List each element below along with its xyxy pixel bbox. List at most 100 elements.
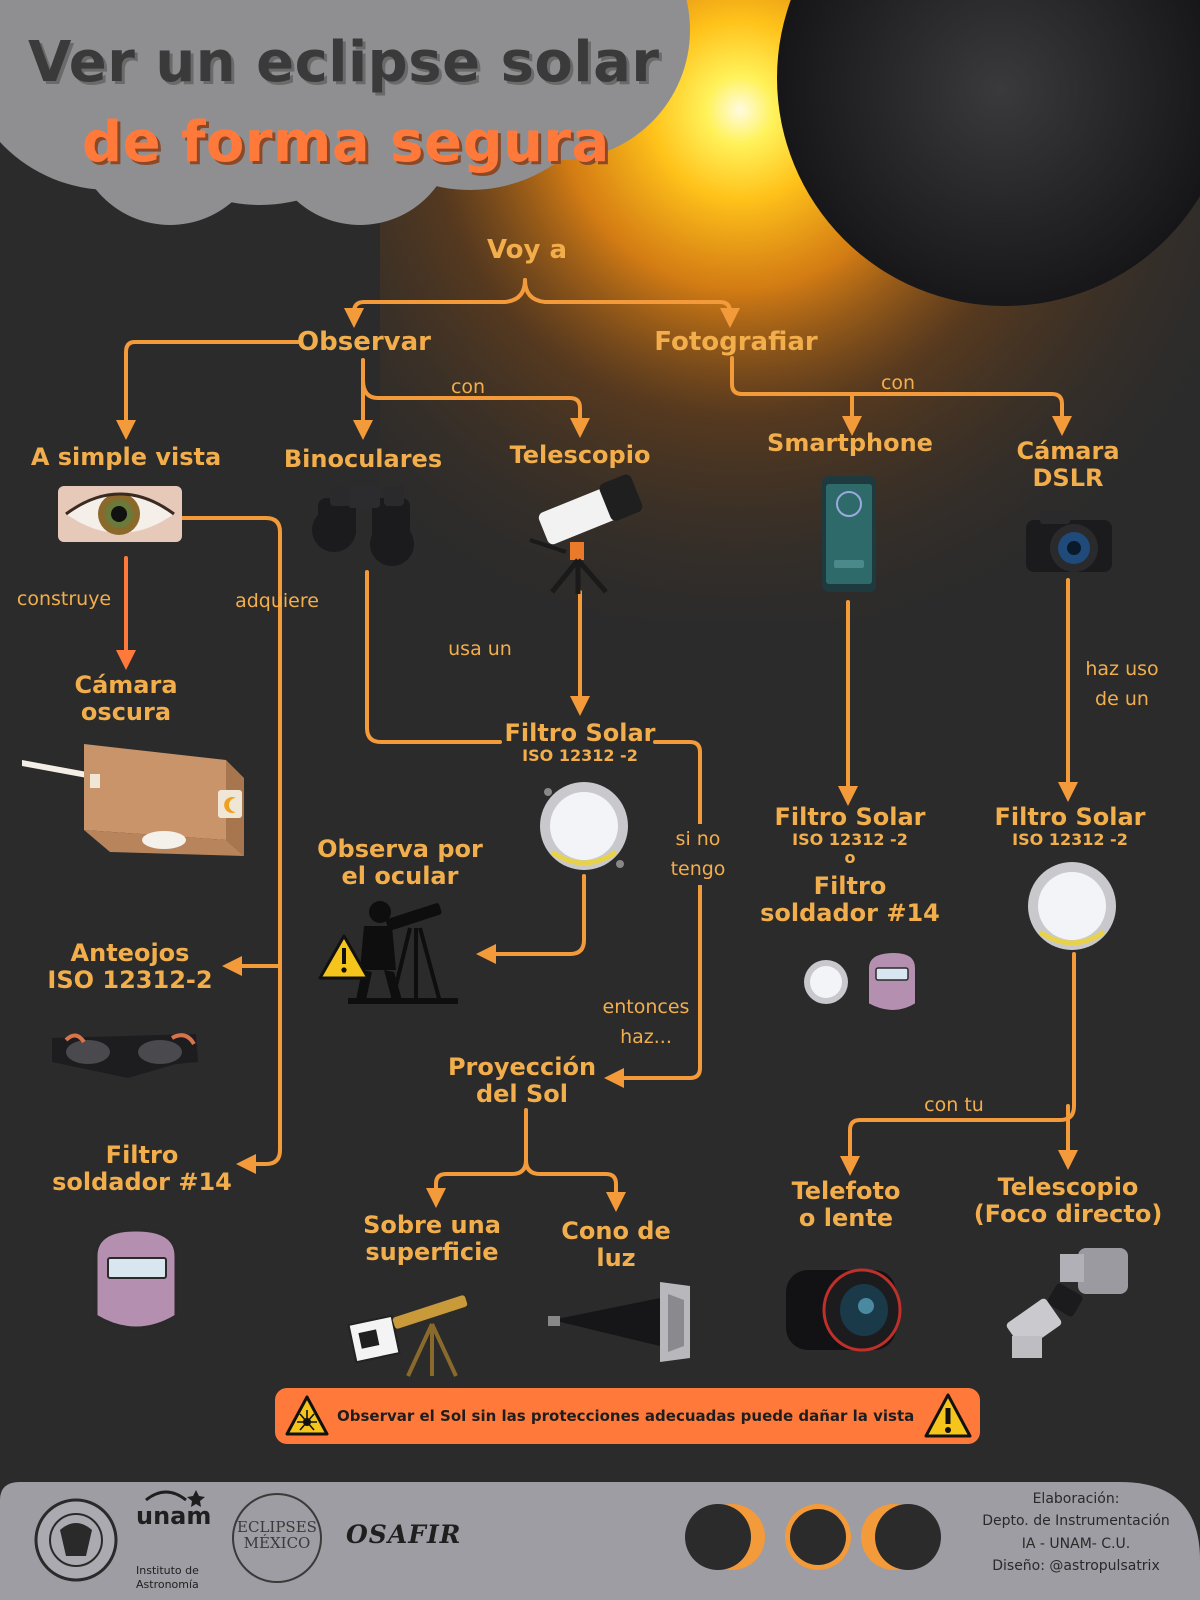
institute-line2: Astronomía — [136, 1578, 199, 1592]
edge-label-if-not-line2: tengo — [670, 858, 726, 881]
smartphone-icon — [822, 476, 876, 592]
edge-label-then: entonces haz... — [603, 992, 690, 1053]
welding-mask-icon — [867, 950, 917, 1012]
eclipse-illustration — [380, 0, 1200, 620]
edge-filter-eyepiece — [476, 874, 586, 964]
camera-lens-icon — [786, 1268, 902, 1352]
node-photograph: Fotografiar — [654, 327, 818, 357]
node-telephoto-line2: o lente — [798, 1203, 894, 1232]
eclipses-mexico-logo-icon — [232, 1493, 322, 1583]
node-smartphone: Smartphone — [767, 429, 933, 457]
node-surface-line1: Sobre una — [363, 1211, 501, 1239]
node-root: Voy a — [486, 235, 568, 265]
node-filter-dslr-line2: ISO 12312 -2 — [1012, 829, 1128, 849]
credits-line4: Diseño: @astropulsatrix — [992, 1558, 1160, 1575]
edge-label-use: haz uso de un — [1085, 654, 1158, 715]
edge-root-photograph — [523, 278, 740, 328]
node-pinhole-line1: Cámara — [74, 671, 178, 699]
dslr-camera-icon — [1026, 510, 1112, 572]
eclipse-glasses-icon — [52, 1033, 198, 1078]
node-projection-line2: del Sol — [475, 1079, 569, 1108]
node-surface: Sobre una superficie — [363, 1212, 501, 1266]
edge-root-observe — [344, 278, 527, 328]
pinhole-camera-icon — [22, 744, 244, 856]
telescope-icon — [529, 474, 643, 594]
credits-line3: IA - UNAM- C.U. — [1021, 1535, 1131, 1552]
credits: Elaboración: Depto. de Instrumentación I… — [958, 1488, 1194, 1578]
edge-label-con-photo: con — [880, 372, 916, 394]
node-glasses: Anteojos ISO 12312-2 — [47, 940, 212, 994]
binoculars-icon — [312, 486, 414, 566]
welding-mask-icon — [94, 1228, 178, 1330]
unam-logo-text: unam — [136, 1502, 212, 1530]
node-telescope-focus: Telescopio (Foco directo) — [974, 1174, 1163, 1228]
title-cloud — [0, 0, 690, 225]
page-subtitle: de forma segura — [82, 110, 610, 175]
edge-label-builds: construye — [16, 588, 112, 610]
node-telephoto: Telefoto o lente — [792, 1178, 901, 1232]
institute-name: Instituto de Astronomía — [136, 1564, 199, 1593]
warning-banner: Observar el Sol sin las protecciones ade… — [275, 1388, 980, 1444]
solar-filter-icon — [804, 960, 848, 1004]
edge-no-filter-projection — [604, 740, 702, 1088]
institute-logo-icon — [145, 1490, 205, 1507]
node-filter-phone-line4: Filtro — [813, 871, 887, 900]
node-filter-phone: Filtro Solar ISO 12312 -2 o Filtro solda… — [760, 804, 940, 926]
moon-disk — [777, 0, 1200, 306]
node-filter-phone-line1: Filtro Solar — [774, 803, 926, 831]
edge-observe-telescope — [361, 378, 590, 438]
node-filter-dslr-line1: Filtro Solar — [994, 803, 1146, 831]
credits-line2: Depto. de Instrumentación — [982, 1513, 1170, 1530]
edge-label-if-not-line1: si no — [675, 828, 721, 850]
edge-label-use-line1: haz uso — [1085, 658, 1159, 680]
node-binoculars: Binoculares — [283, 445, 443, 473]
solar-filter-icon — [1028, 862, 1116, 950]
telescope-camera-mount-icon — [1006, 1248, 1128, 1358]
edge-label-if-not: si no tengo — [670, 824, 726, 885]
edge-label-use-line2: de un — [1095, 688, 1149, 711]
node-telephoto-line1: Telefoto — [791, 1177, 901, 1205]
edge-filter-telephoto — [840, 952, 1076, 1176]
node-filter-phone-line5: soldador #14 — [760, 898, 940, 927]
projection-telescope-icon — [347, 1295, 468, 1377]
node-telescope-focus-line1: Telescopio — [997, 1173, 1139, 1201]
eclipses-logo-line2: MÉXICO — [243, 1533, 311, 1552]
node-glasses-line2: ISO 12312-2 — [47, 965, 213, 994]
page-title: Ver un eclipse solar — [28, 30, 660, 95]
eye-icon — [58, 486, 182, 542]
edge-photograph-dslr — [730, 356, 1072, 436]
node-cone: Cono de luz — [561, 1218, 671, 1272]
node-filter-center-line2: ISO 12312 -2 — [522, 745, 638, 765]
unam-seal-icon — [34, 1498, 118, 1582]
phase-right-moon — [875, 1504, 941, 1570]
edge-label-with-your: con tu — [924, 1094, 984, 1116]
eclipses-logo-line1: ECLIPSES — [237, 1518, 317, 1536]
node-cone-line2: luz — [596, 1243, 636, 1272]
node-pinhole-camera: Cámara oscura — [74, 672, 177, 726]
edge-label-then-line1: entonces — [602, 996, 690, 1018]
node-solar-filter-center: Filtro Solar ISO 12312 -2 — [504, 720, 655, 765]
node-observe: Observar — [297, 327, 431, 357]
warning-icon — [318, 934, 370, 980]
node-dslr-line1: Cámara — [1016, 437, 1120, 465]
node-filter-dslr: Filtro Solar ISO 12312 -2 — [994, 804, 1145, 849]
edge-label-acquires: adquiere — [235, 590, 319, 612]
edge-binoculars-filter — [365, 570, 502, 744]
phase-left-moon — [685, 1504, 751, 1570]
observer-silhouette-icon — [348, 901, 458, 1004]
eclipses-mexico-logo-text: ECLIPSES MÉXICO — [236, 1518, 318, 1552]
laser-warning-icon — [285, 1395, 329, 1436]
edge-acquires-welder — [180, 516, 282, 1174]
node-welder-left-line2: soldador #14 — [52, 1167, 232, 1196]
node-dslr: Cámara DSLR — [1016, 438, 1119, 492]
node-glasses-line1: Anteojos — [70, 939, 190, 967]
solar-filter-icon — [540, 782, 628, 870]
institute-line1: Instituto de — [136, 1564, 199, 1577]
phase-center-moon — [790, 1509, 846, 1565]
edge-projection-cone — [524, 1158, 626, 1212]
osafir-logo-text: OSAFIR — [346, 1520, 462, 1549]
node-filter-phone-line3: o — [844, 847, 856, 867]
light-cone-icon — [548, 1282, 690, 1362]
